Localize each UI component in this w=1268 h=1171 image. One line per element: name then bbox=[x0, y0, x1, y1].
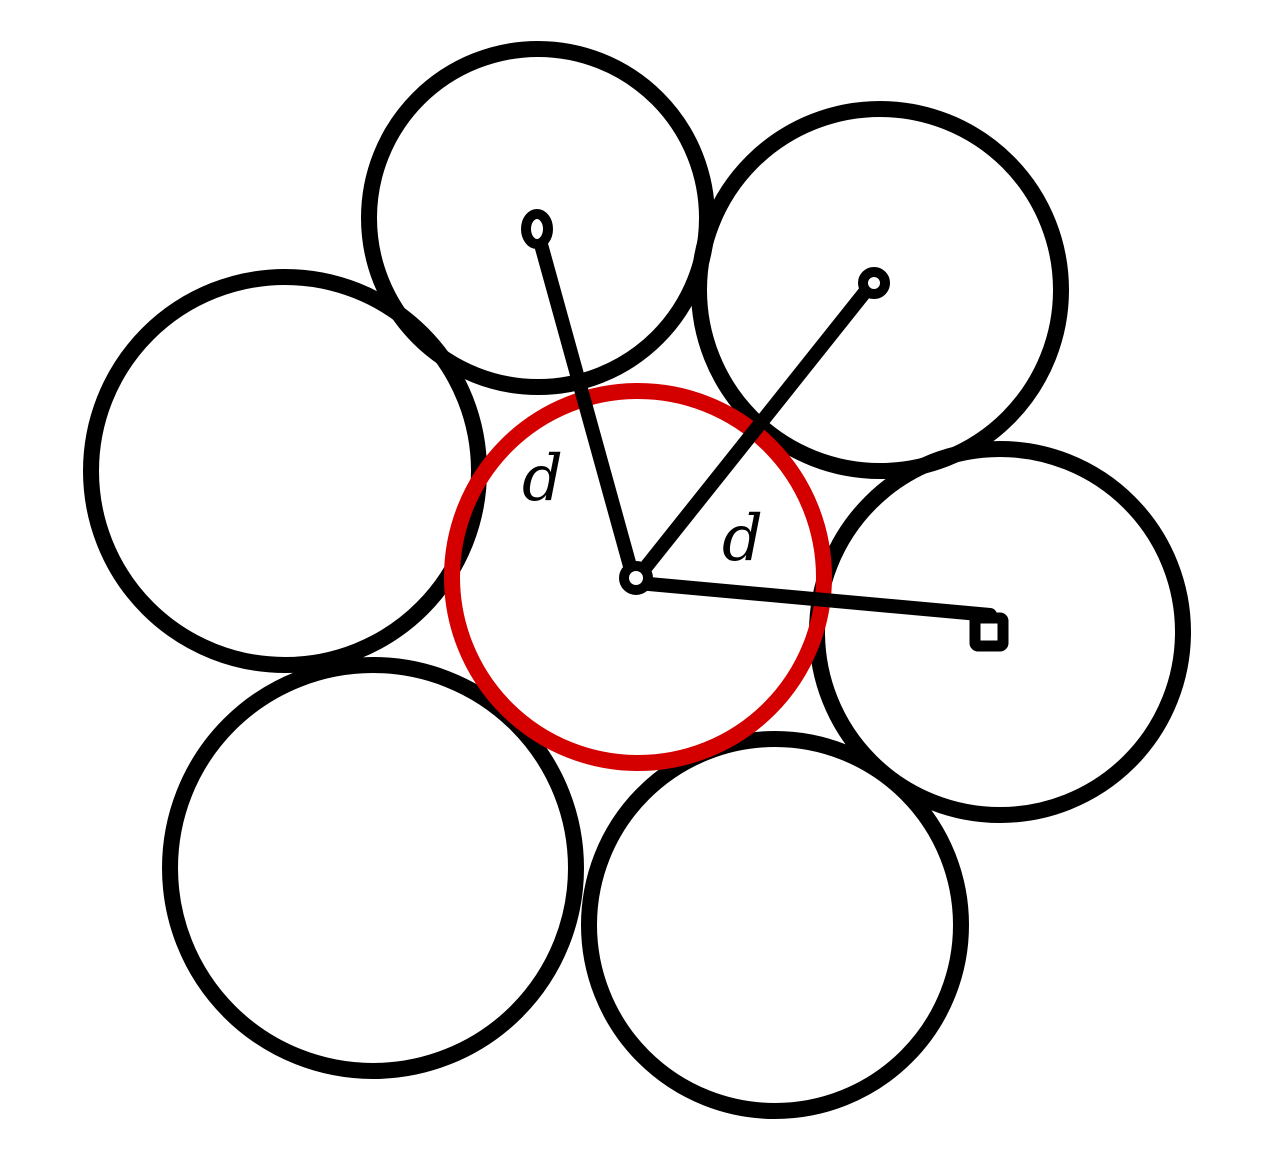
line-to-right-marker bbox=[631, 576, 997, 622]
center-circle bbox=[444, 383, 832, 771]
right-square-marker bbox=[969, 612, 1009, 652]
center-dot bbox=[619, 561, 653, 595]
line-to-top-right-center bbox=[631, 275, 880, 584]
top-center-dot bbox=[521, 209, 553, 249]
left-distance-label: d bbox=[522, 442, 563, 516]
circle-bottom-left bbox=[162, 657, 584, 1079]
line-to-top-center bbox=[530, 223, 640, 584]
circle-top-right bbox=[691, 101, 1069, 479]
circle-bottom-right bbox=[581, 731, 969, 1119]
top-right-center-dot bbox=[858, 267, 890, 299]
right-distance-label: d bbox=[722, 502, 763, 576]
circle-left bbox=[83, 269, 487, 673]
